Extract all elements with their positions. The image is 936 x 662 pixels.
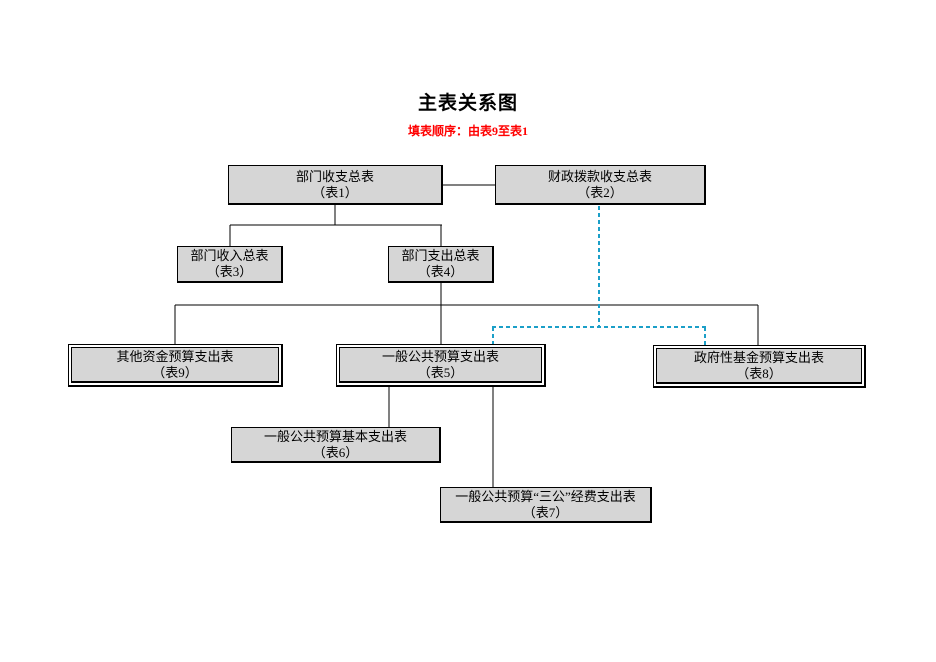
node-title: 财政拨款收支总表 xyxy=(547,168,652,184)
node-inner: 政府性基金预算支出表 （表8） xyxy=(656,348,862,384)
node-tag: （表1） xyxy=(312,184,358,200)
node-tag: （表4） xyxy=(417,264,464,279)
node-title: 部门收入总表 xyxy=(190,248,269,263)
node-title: 部门收支总表 xyxy=(295,168,374,184)
node-table9: 其他资金预算支出表 （表9） xyxy=(68,344,283,387)
node-tag: （表3） xyxy=(206,264,253,279)
node-title: 一般公共预算基本支出表 xyxy=(263,428,407,444)
node-inner: 其他资金预算支出表 （表9） xyxy=(71,347,279,383)
node-table7: 一般公共预算“三公”经费支出表 （表7） xyxy=(440,487,652,523)
node-table5: 一般公共预算支出表 （表5） xyxy=(336,344,546,387)
node-title: 政府性基金预算支出表 xyxy=(693,349,824,365)
node-table6: 一般公共预算基本支出表 （表6） xyxy=(231,427,441,463)
node-table1: 部门收支总表 （表1） xyxy=(228,165,443,205)
node-tag: （表2） xyxy=(577,184,623,200)
node-tag: （表7） xyxy=(522,504,569,520)
node-table3: 部门收入总表 （表3） xyxy=(177,246,283,283)
node-table4: 部门支出总表 （表4） xyxy=(388,246,494,283)
node-tag: （表5） xyxy=(417,364,464,380)
fill-order-note: 填表顺序：由表9至表1 xyxy=(407,124,528,138)
node-inner: 一般公共预算支出表 （表5） xyxy=(339,347,542,383)
node-title: 一般公共预算支出表 xyxy=(381,348,499,364)
page-title: 主表关系图 xyxy=(417,93,518,114)
node-tag: （表8） xyxy=(736,365,782,381)
node-tag: （表6） xyxy=(312,444,359,460)
node-title: 一般公共预算“三公”经费支出表 xyxy=(455,488,636,504)
node-title: 其他资金预算支出表 xyxy=(116,348,234,364)
node-tag: （表9） xyxy=(152,364,198,380)
node-table8: 政府性基金预算支出表 （表8） xyxy=(653,345,866,388)
node-table2: 财政拨款收支总表 （表2） xyxy=(495,165,706,205)
node-title: 部门支出总表 xyxy=(401,248,480,263)
